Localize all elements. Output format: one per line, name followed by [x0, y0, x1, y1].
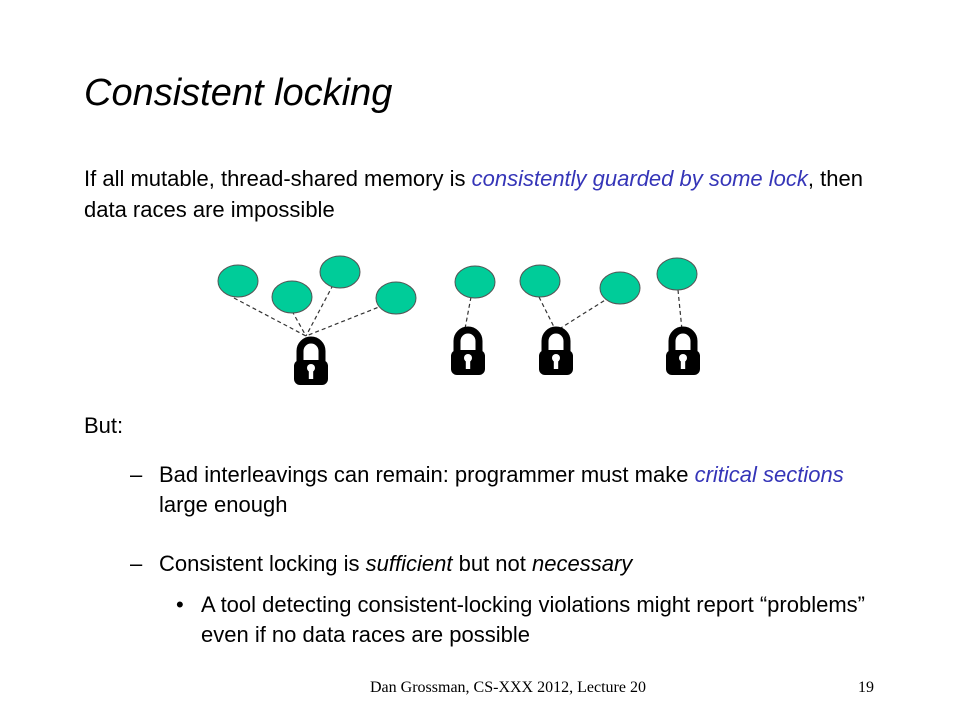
intro-after: , then data races are impossible	[84, 166, 863, 222]
point-sufficient: – Consistent locking is sufficient but n…	[130, 549, 870, 579]
memory-node	[454, 265, 496, 299]
memory-node	[656, 257, 698, 291]
guard-line	[305, 284, 334, 337]
point-text-after: large enough	[159, 492, 288, 517]
memory-node	[271, 280, 313, 314]
padlock-icon	[666, 330, 700, 375]
dash-marker: –	[130, 462, 143, 487]
padlock-icon	[294, 340, 328, 385]
guard-line	[305, 304, 385, 337]
memory-nodes	[217, 255, 698, 315]
point-highlight: critical sections	[694, 462, 844, 487]
but-label: But:	[84, 413, 124, 438]
memory-node	[319, 255, 361, 289]
page-number: 19	[858, 679, 874, 696]
point-text: Bad interleavings can remain: programmer…	[159, 460, 870, 520]
point-part1: Consistent locking is	[159, 551, 366, 576]
padlock-icon	[451, 330, 485, 375]
dash-marker: –	[130, 551, 143, 576]
slide-title: Consistent locking	[84, 72, 393, 114]
padlock-icon	[539, 330, 573, 375]
memory-node	[599, 271, 641, 305]
intro-text: If all mutable, thread-shared memory is …	[84, 163, 874, 225]
point-text-before: Bad interleavings can remain: programmer…	[159, 462, 695, 487]
bullet-marker: •	[176, 592, 184, 617]
memory-node	[519, 264, 561, 298]
subpoint-text: A tool detecting consistent-locking viol…	[201, 592, 865, 647]
footer-text: Dan Grossman, CS-XXX 2012, Lecture 20	[370, 679, 646, 696]
subpoint-tool: • A tool detecting consistent-locking vi…	[176, 590, 896, 650]
guard-line	[291, 310, 307, 337]
point-bad-interleavings: – Bad interleavings can remain: programm…	[130, 460, 870, 520]
point-emph-necessary: necessary	[532, 551, 633, 576]
guard-line	[677, 289, 683, 331]
point-text: Consistent locking is sufficient but not…	[159, 549, 870, 579]
guard-line	[555, 296, 611, 332]
guard-line	[538, 296, 557, 332]
intro-before: If all mutable, thread-shared memory is	[84, 166, 472, 191]
point-part2: but not	[452, 551, 532, 576]
memory-node	[217, 264, 259, 298]
intro-highlight: consistently guarded by some lock	[471, 166, 808, 191]
memory-node	[375, 281, 417, 315]
point-emph-sufficient: sufficient	[365, 551, 453, 576]
